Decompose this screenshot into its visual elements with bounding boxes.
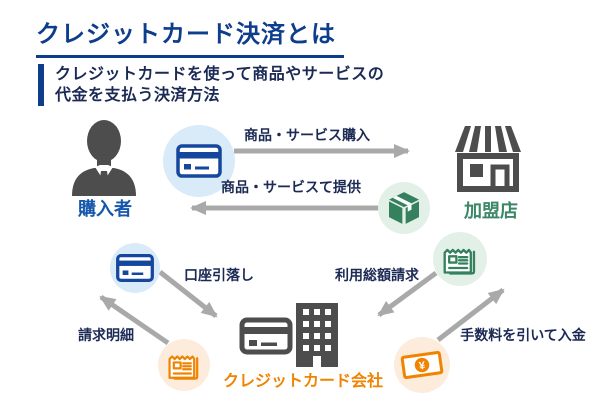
merchant-label: 加盟店 [464, 201, 518, 221]
person-icon [72, 120, 136, 196]
package-box-icon [389, 192, 419, 224]
subtitle-line-2: 代金を支払う決済方法 [55, 87, 221, 104]
company-credit-card-icon [239, 317, 293, 355]
flow-label-purchase: 商品・サービス購入 [244, 127, 370, 143]
package-chip [378, 182, 430, 234]
statement-chip-orange [158, 339, 210, 391]
storefront-icon [455, 126, 521, 192]
flow-label-statement: 請求明細 [78, 327, 134, 343]
page-title: クレジットカード決済とは [36, 14, 344, 58]
statement-chip-green [433, 232, 487, 286]
subtitle-line-1: クレジットカードを使って商品やサービスの [55, 66, 385, 83]
flow-label-provide: 商品・サービスて提供 [221, 179, 361, 195]
billing-statement-icon [168, 355, 199, 380]
credit-card-icon [176, 144, 222, 178]
credit-card-icon [116, 254, 154, 282]
billing-statement-icon [443, 248, 476, 275]
page-subtitle: クレジットカードを使って商品やサービスの 代金を支払う決済方法 [38, 64, 384, 106]
office-building-icon [296, 303, 338, 367]
flow-label-deposit: 手数料を引いて入金 [460, 327, 586, 343]
banknote-icon: ¥ [400, 350, 444, 380]
credit-card-chip-small [110, 243, 160, 293]
flow-label-billing: 利用総額請求 [335, 267, 419, 283]
purchaser-label: 購入者 [78, 199, 132, 219]
credit-card-chip [163, 125, 235, 197]
flow-label-debit: 口座引落し [184, 267, 254, 283]
yen-symbol: ¥ [418, 360, 427, 373]
money-chip: ¥ [394, 337, 450, 393]
card-company-label: クレジットカード会社 [222, 373, 384, 390]
